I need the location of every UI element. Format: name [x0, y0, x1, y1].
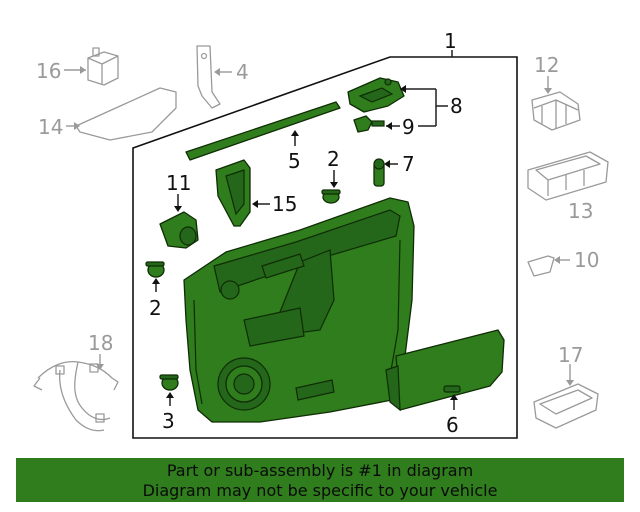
part-14-ghost: [75, 87, 177, 141]
callout-3: 3: [162, 409, 175, 433]
part-3-clip: [159, 374, 179, 391]
callout-6: 6: [446, 413, 459, 437]
part-7-clip: [373, 158, 385, 187]
assembly-frame: [132, 56, 518, 439]
banner-line-2: Diagram may not be specific to your vehi…: [142, 481, 498, 500]
part-2-clip-lower: [145, 261, 165, 278]
callout-1: 1: [444, 29, 457, 53]
callout-9: 9: [402, 115, 415, 139]
part-12-ghost: [531, 91, 581, 131]
door-trim-panel: [183, 197, 415, 423]
part-2-clip-upper: [321, 189, 341, 204]
part-15-bracket: [215, 159, 251, 227]
callout-18: 18: [88, 331, 113, 355]
callout-15: 15: [272, 192, 297, 216]
callout-14: 14: [38, 115, 63, 139]
callout-13: 13: [568, 199, 593, 223]
callout-2-lower: 2: [149, 296, 162, 320]
part-17-ghost: [533, 383, 599, 429]
part-13-ghost: [527, 151, 609, 201]
part-16-ghost: [87, 47, 119, 86]
callout-11: 11: [166, 171, 191, 195]
callout-4: 4: [236, 60, 249, 84]
callout-10: 10: [574, 248, 599, 272]
callout-17: 17: [558, 343, 583, 367]
part-18-ghost: [33, 360, 119, 432]
callout-7: 7: [402, 152, 415, 176]
part-11-switch: [159, 211, 199, 249]
part-8-handle: [347, 77, 405, 113]
callout-2-upper: 2: [327, 147, 340, 171]
banner-line-1: Part or sub-assembly is #1 in diagram: [166, 461, 474, 480]
part-10-ghost: [527, 255, 555, 277]
part-9-clip: [353, 115, 385, 133]
part-4-ghost: [196, 45, 221, 109]
part-5-weatherstrip: [185, 101, 341, 161]
callout-12: 12: [534, 53, 559, 77]
part-6-panel: [385, 329, 505, 412]
callout-5: 5: [288, 149, 301, 173]
callout-16: 16: [36, 59, 61, 83]
info-banner: Part or sub-assembly is #1 in diagram Di…: [16, 458, 624, 502]
callout-8: 8: [450, 94, 463, 118]
